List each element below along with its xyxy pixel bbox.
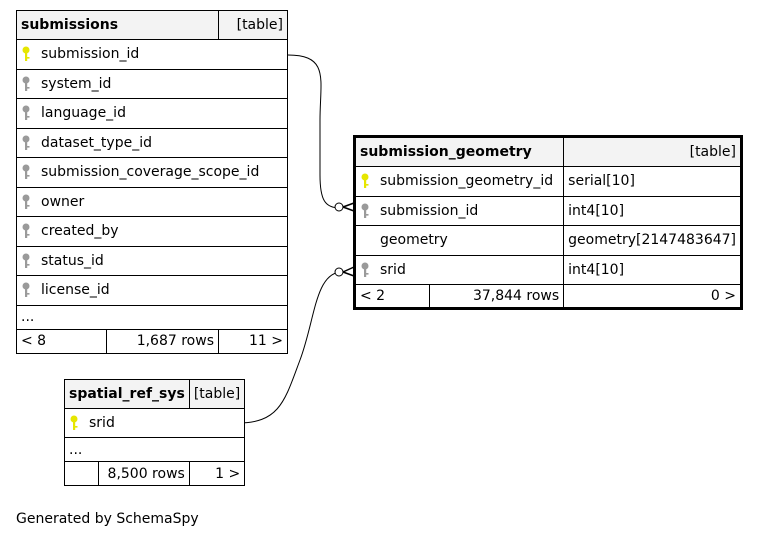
column-name-cell[interactable]: language_id xyxy=(16,98,288,129)
table-submissions[interactable]: submissions [table] submission_id system_… xyxy=(16,10,288,354)
foreign-key-icon xyxy=(360,203,374,219)
column-name-cell[interactable]: geometry xyxy=(353,225,565,256)
column-name: geometry xyxy=(380,232,448,249)
column-name: submission_geometry_id xyxy=(380,173,554,190)
column-name: submission_id xyxy=(41,46,140,63)
column-name: submission_coverage_scope_id xyxy=(41,164,260,181)
column-type: int4[10] xyxy=(563,254,742,285)
column-name: status_id xyxy=(41,252,104,269)
edge-spatial-ref-sys-to-submission-geometry xyxy=(237,271,341,424)
column-row[interactable]: system_id xyxy=(16,68,288,99)
table-type-label: [table] xyxy=(188,379,246,409)
column-name-cell[interactable]: submission_coverage_scope_id xyxy=(16,157,288,188)
column-row[interactable]: owner xyxy=(16,186,288,217)
column-type: int4[10] xyxy=(563,195,742,226)
column-row[interactable]: srid int4[10] xyxy=(353,254,742,285)
column-row[interactable]: license_id xyxy=(16,275,288,306)
edge-end-circle xyxy=(334,267,344,277)
column-name-cell[interactable]: submission_id xyxy=(353,195,565,226)
column-row[interactable]: srid xyxy=(63,408,246,438)
column-name-cell[interactable]: srid xyxy=(63,408,246,438)
column-name-cell[interactable]: dataset_type_id xyxy=(16,127,288,158)
column-row[interactable]: created_by xyxy=(16,216,288,247)
column-row[interactable]: geometry geometry[2147483647] xyxy=(353,225,742,256)
row-count: 8,500 rows xyxy=(97,461,190,486)
column-name: license_id xyxy=(41,282,110,299)
table-name[interactable]: spatial_ref_sys xyxy=(64,379,190,409)
children-count[interactable]: 1 > xyxy=(188,461,246,486)
children-count[interactable]: 0 > xyxy=(563,284,742,309)
column-row[interactable]: submission_id xyxy=(16,39,288,70)
edge-submissions-to-submission-geometry xyxy=(287,54,341,209)
ellipsis-row: ... xyxy=(63,437,246,462)
column-name-cell[interactable]: submission_id xyxy=(16,39,288,70)
edge-crowfoot xyxy=(342,202,355,212)
primary-key-icon xyxy=(360,173,374,189)
primary-key-icon xyxy=(69,415,83,431)
column-row[interactable]: status_id xyxy=(16,245,288,276)
column-name: dataset_type_id xyxy=(41,134,152,151)
foreign-key-icon xyxy=(21,135,35,151)
edge-crowfoot xyxy=(342,266,355,277)
foreign-key-icon xyxy=(21,223,35,239)
foreign-key-icon xyxy=(21,164,35,180)
column-name-cell[interactable]: srid xyxy=(353,254,565,285)
table-type-label: [table] xyxy=(218,10,288,40)
parents-count[interactable]: < 8 xyxy=(16,328,107,354)
column-row[interactable]: submission_geometry_id serial[10] xyxy=(353,166,742,197)
foreign-key-icon xyxy=(21,194,35,210)
parents-count[interactable] xyxy=(64,461,99,486)
column-row[interactable]: submission_coverage_scope_id xyxy=(16,157,288,188)
edge-end-circle xyxy=(334,202,344,212)
column-name-cell[interactable]: submission_geometry_id xyxy=(353,166,565,197)
generated-by-note: Generated by SchemaSpy xyxy=(16,511,199,527)
column-row[interactable]: language_id xyxy=(16,98,288,129)
parents-count[interactable]: < 2 xyxy=(353,284,431,309)
table-spatial-ref-sys[interactable]: spatial_ref_sys [table] srid ... 8,500 r… xyxy=(63,379,246,486)
column-name: owner xyxy=(41,193,85,210)
primary-key-icon xyxy=(21,46,35,62)
foreign-key-icon xyxy=(21,105,35,121)
row-count: 37,844 rows xyxy=(429,284,565,309)
column-name-cell[interactable]: license_id xyxy=(16,275,288,306)
column-name: submission_id xyxy=(380,202,479,219)
foreign-key-icon xyxy=(21,76,35,92)
column-name: created_by xyxy=(41,223,119,240)
foreign-key-icon xyxy=(21,282,35,298)
table-name[interactable]: submission_geometry xyxy=(353,136,565,167)
foreign-key-icon xyxy=(21,253,35,269)
table-submission-geometry[interactable]: submission_geometry [table] submission_g… xyxy=(353,135,743,310)
column-type: geometry[2147483647] xyxy=(563,225,742,256)
column-name-cell[interactable]: system_id xyxy=(16,68,288,99)
column-type: serial[10] xyxy=(563,166,742,197)
column-name-cell[interactable]: created_by xyxy=(16,216,288,247)
column-name: language_id xyxy=(41,105,126,122)
column-row[interactable]: submission_id int4[10] xyxy=(353,195,742,226)
column-name-cell[interactable]: status_id xyxy=(16,245,288,276)
table-type-label: [table] xyxy=(563,136,742,167)
table-name[interactable]: submissions xyxy=(16,10,219,40)
column-name: srid xyxy=(89,415,115,431)
children-count[interactable]: 11 > xyxy=(218,328,288,354)
column-row[interactable]: dataset_type_id xyxy=(16,127,288,158)
column-name-cell[interactable]: owner xyxy=(16,186,288,217)
foreign-key-icon xyxy=(360,262,374,278)
ellipsis-row: ... xyxy=(16,304,288,330)
column-name: srid xyxy=(380,261,406,278)
row-count: 1,687 rows xyxy=(106,328,219,354)
column-name: system_id xyxy=(41,75,112,92)
